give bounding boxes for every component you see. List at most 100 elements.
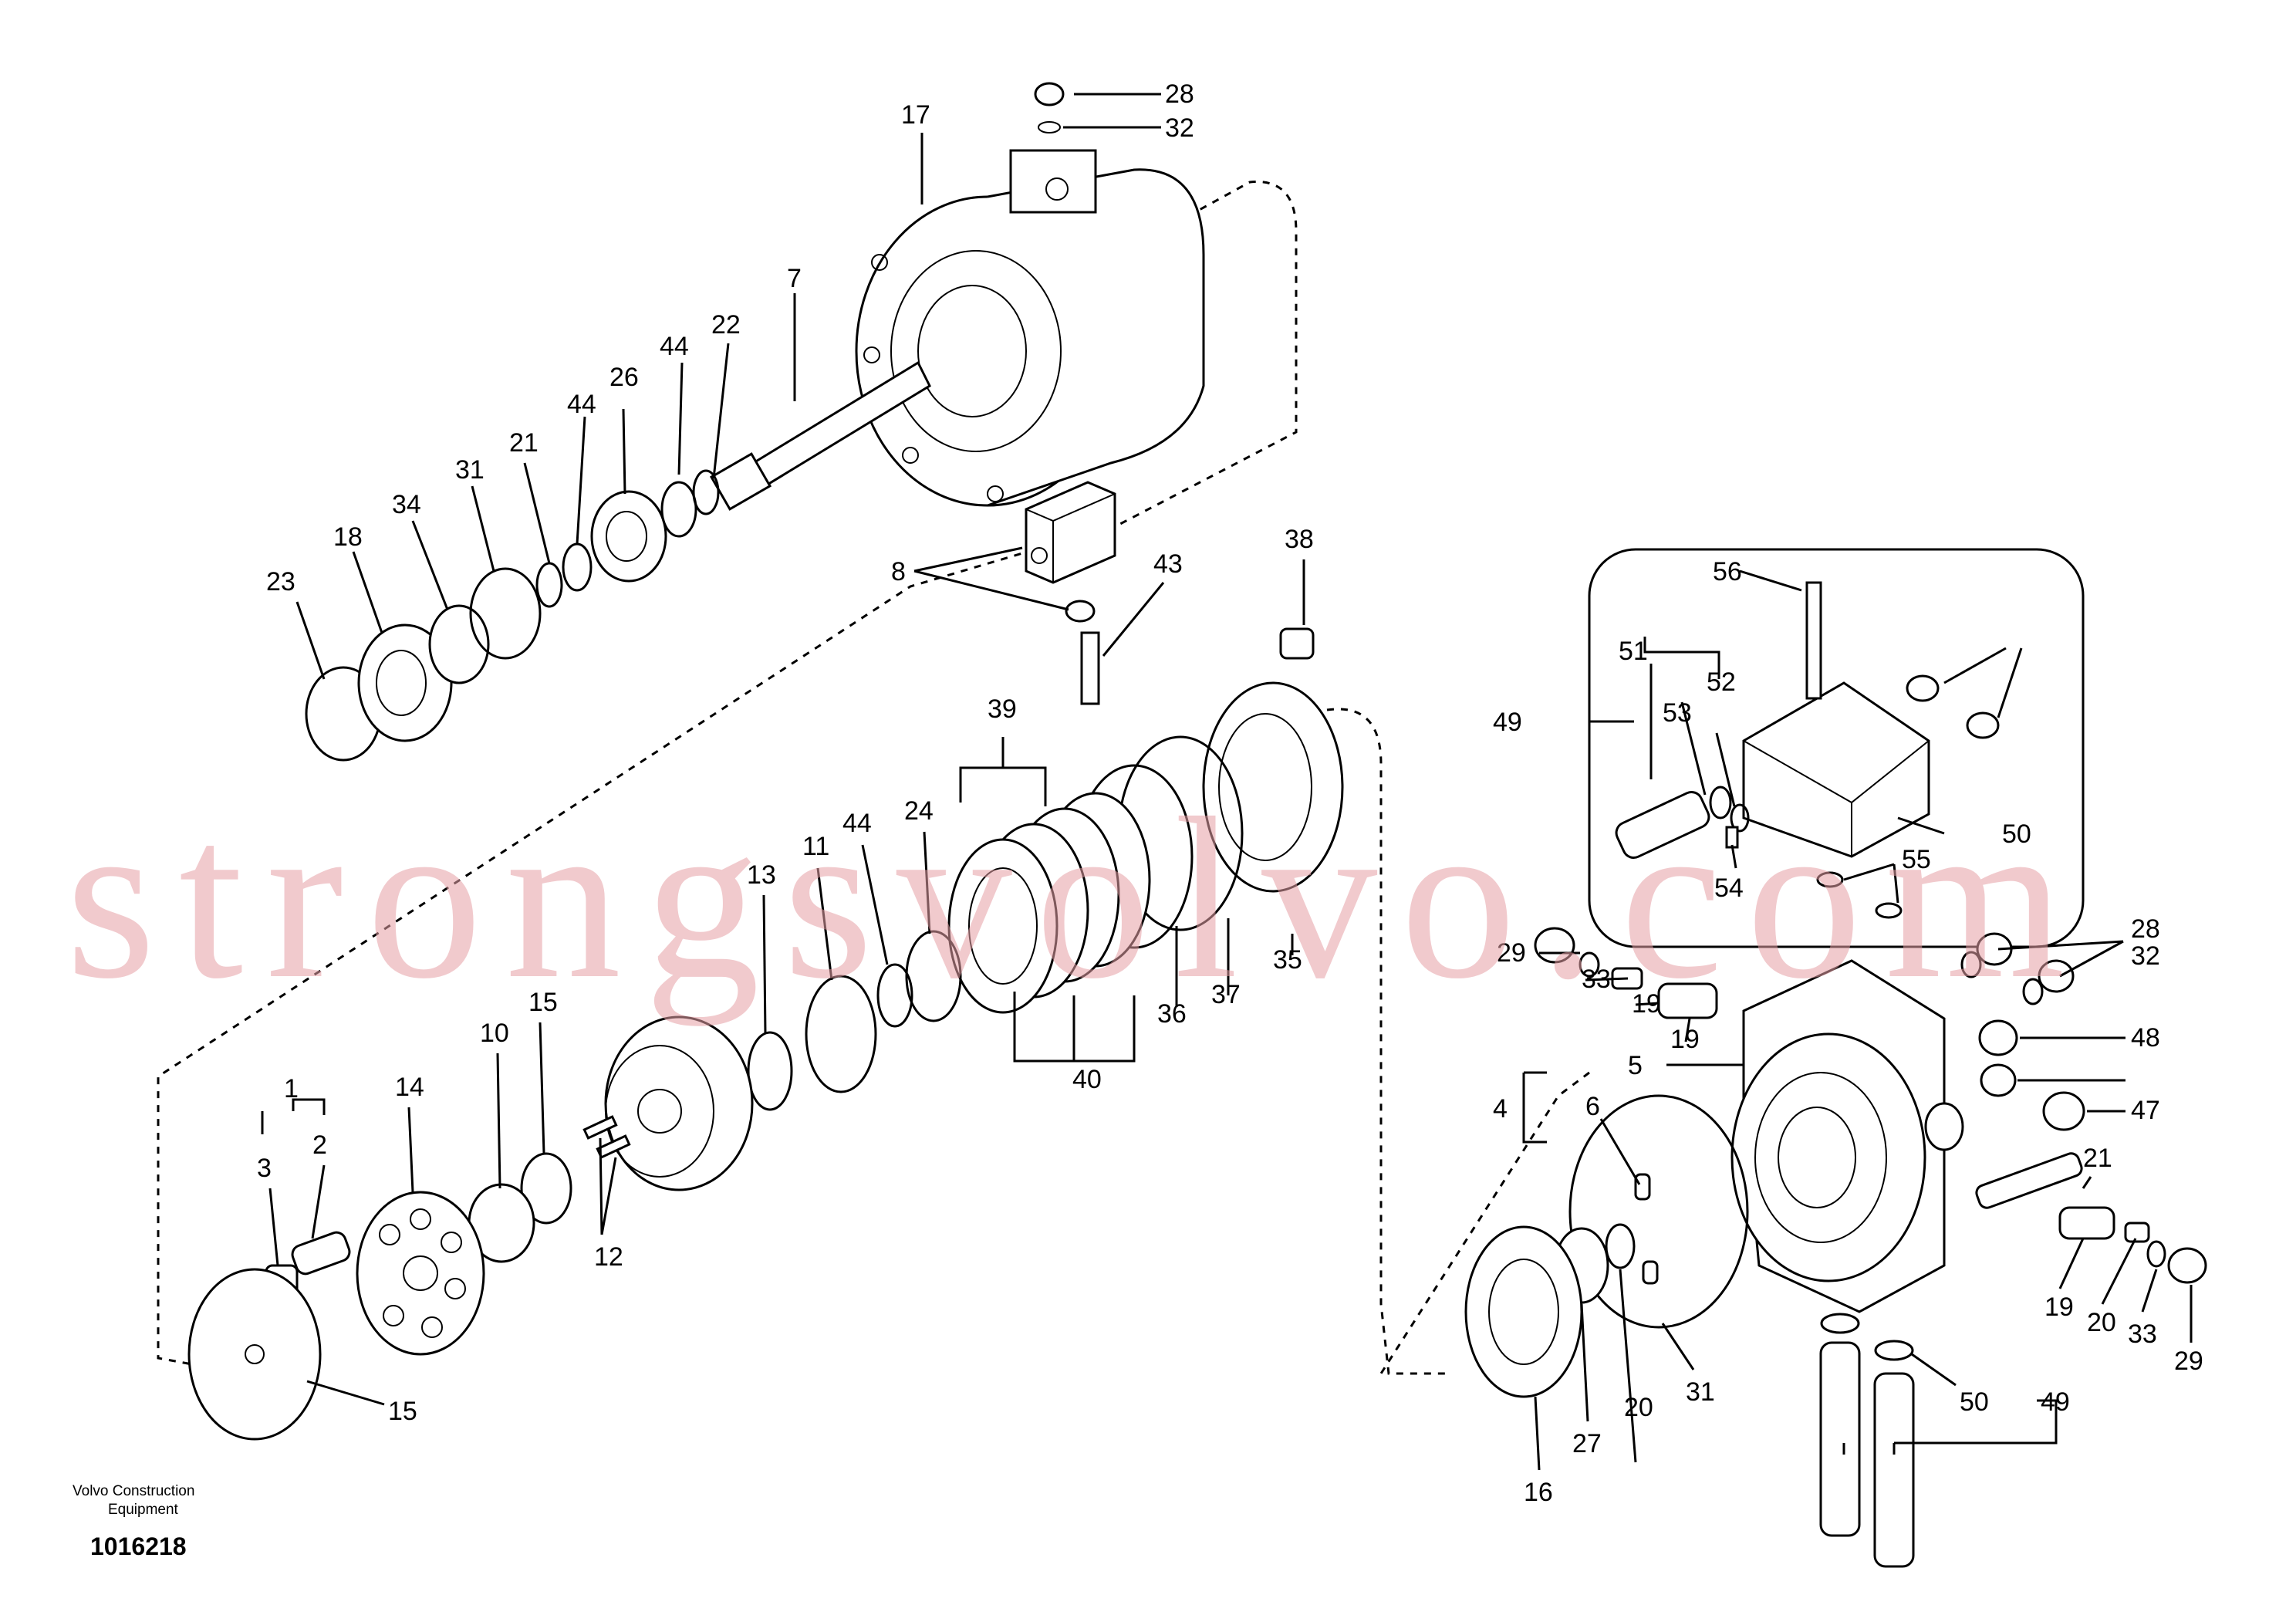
- callout-27: 27: [1572, 1429, 1602, 1458]
- callout-33-right: 33: [2128, 1320, 2157, 1349]
- callout-20-right: 20: [2087, 1308, 2116, 1337]
- callout-38: 38: [1285, 525, 1314, 554]
- o-ring-part-53-b: [1875, 902, 1903, 919]
- callout-42: 48: [2131, 1023, 2160, 1053]
- swash-plate-part-15: [187, 1268, 322, 1441]
- callout-34: 34: [392, 490, 421, 519]
- pin-part-12-a: [582, 1115, 618, 1140]
- valve-spool-part-45-a: [1819, 1341, 1861, 1537]
- snap-ring-part-22-left: [535, 562, 563, 608]
- callout-39: 39: [988, 694, 1017, 724]
- plug-part-29-right: [2167, 1247, 2207, 1284]
- callout-25: 24: [904, 796, 934, 826]
- callout-22-right: 22: [711, 310, 741, 340]
- callout-31: 31: [1686, 1377, 1715, 1407]
- callout-28-right: 28: [2131, 914, 2160, 944]
- brand-line-2: Equipment: [108, 1502, 179, 1518]
- callout-41: 47: [2131, 1096, 2160, 1125]
- callout-50: 52: [1707, 667, 1736, 697]
- callout-17: 17: [901, 100, 930, 130]
- motor-housing-part-17: [855, 149, 1205, 507]
- spring-part-20-right: [2124, 1222, 2150, 1243]
- o-ring-part-50: [1709, 786, 1732, 819]
- callout-19-right: 19: [2044, 1293, 2074, 1322]
- callout-20-left: 19: [1632, 989, 1661, 1019]
- o-ring-part-33-right: [2146, 1240, 2166, 1268]
- block-part-8: [1025, 481, 1116, 584]
- drive-shaft-part-7: [709, 360, 931, 511]
- relief-valve-part-49: [1615, 790, 1710, 860]
- callout-43: 43: [1153, 549, 1183, 579]
- o-ring-part-53-a: [1816, 871, 1844, 888]
- callout-29-right: 29: [2174, 1347, 2203, 1376]
- callout-46: 50: [1960, 1387, 1989, 1417]
- o-ring-part-32-top: [1038, 121, 1061, 133]
- assembly-boundary-lower: [1326, 708, 1450, 1375]
- o-ring-part-32-right-b: [2022, 978, 2044, 1005]
- callout-3: 3: [257, 1154, 272, 1183]
- callout-5: 5: [1628, 1051, 1643, 1080]
- spool-part-19-left: [1657, 982, 1718, 1019]
- callout-19-left: 19: [1670, 1025, 1700, 1054]
- spool-part-19-right: [2058, 1206, 2115, 1240]
- pin-part-6-a: [1634, 1173, 1651, 1201]
- o-ring-part-32-right: [1960, 951, 1982, 978]
- callout-22-left: 21: [509, 428, 539, 458]
- plug-part-55-a: [1906, 674, 1940, 702]
- brand-line-1: Volvo Construction: [73, 1483, 194, 1499]
- callout-16: 16: [1524, 1478, 1553, 1507]
- callout-30: 31: [455, 455, 485, 485]
- plug-part-28-top: [1034, 82, 1065, 106]
- o-ring-part-33-left: [1578, 951, 1600, 978]
- callout-2: 2: [312, 1130, 327, 1160]
- o-ring-part-46-a: [1820, 1313, 1860, 1334]
- callout-32-right: 32: [2131, 941, 2160, 971]
- o-ring-part-51: [1730, 803, 1750, 833]
- callout-33-left: 33: [1582, 965, 1611, 994]
- callout-15-upper: 15: [528, 988, 558, 1017]
- callout-24: 23: [266, 567, 295, 596]
- callout-40: 40: [1072, 1065, 1102, 1094]
- callout-10: 10: [480, 1019, 509, 1048]
- callout-48: 50: [2002, 819, 2031, 849]
- o-ring-part-30: [469, 567, 542, 660]
- bolt-part-54: [1805, 581, 1822, 700]
- shaft-part-21: [1975, 1152, 2083, 1209]
- plug-part-42: [1978, 1019, 2018, 1056]
- callout-54: 56: [1713, 557, 1742, 586]
- valve-block-part-48: [1742, 681, 1930, 858]
- callout-44-centre: 44: [842, 809, 872, 838]
- callout-6: 6: [1585, 1092, 1600, 1121]
- callout-44-left: 44: [567, 390, 596, 419]
- spring-part-11: [805, 975, 877, 1093]
- drawing-number: 1016218: [90, 1532, 187, 1560]
- callout-49: 51: [1619, 637, 1648, 666]
- callout-11: 11: [802, 832, 829, 861]
- pin-part-6-b: [1642, 1260, 1659, 1285]
- bearing-part-26: [590, 490, 667, 583]
- callout-52: 54: [1714, 874, 1744, 903]
- callout-26: 26: [609, 363, 639, 392]
- ring-part-15-upper: [520, 1152, 572, 1225]
- shim-part-44-centre: [876, 963, 913, 1028]
- spring-part-38: [1279, 627, 1315, 660]
- callout-23: 20: [1624, 1393, 1653, 1422]
- seal-part-34: [428, 604, 490, 684]
- assembly-boundary-upper: [157, 181, 1298, 1367]
- leader-lines: [261, 93, 2193, 1471]
- retainer-plate-part-14: [356, 1191, 485, 1356]
- ring-part-23: [1605, 1223, 1636, 1269]
- callout-13: 13: [747, 860, 776, 890]
- valve-cover-part-5: [1730, 959, 1964, 1313]
- callout-35: 35: [1273, 945, 1302, 975]
- callout-29-left: 29: [1497, 938, 1526, 968]
- piston-part-2: [291, 1231, 351, 1276]
- bolt-part-43: [1080, 631, 1100, 705]
- gasket-part-31: [1568, 1094, 1749, 1329]
- callout-labels: 28 32 17 7 22 44 26 44 21 31 34 18 23 8 …: [257, 79, 2203, 1507]
- callout-1: 1: [284, 1074, 299, 1103]
- seal-part-18: [357, 623, 453, 742]
- callout-18: 18: [333, 522, 363, 552]
- callout-28-top: 28: [1165, 79, 1194, 109]
